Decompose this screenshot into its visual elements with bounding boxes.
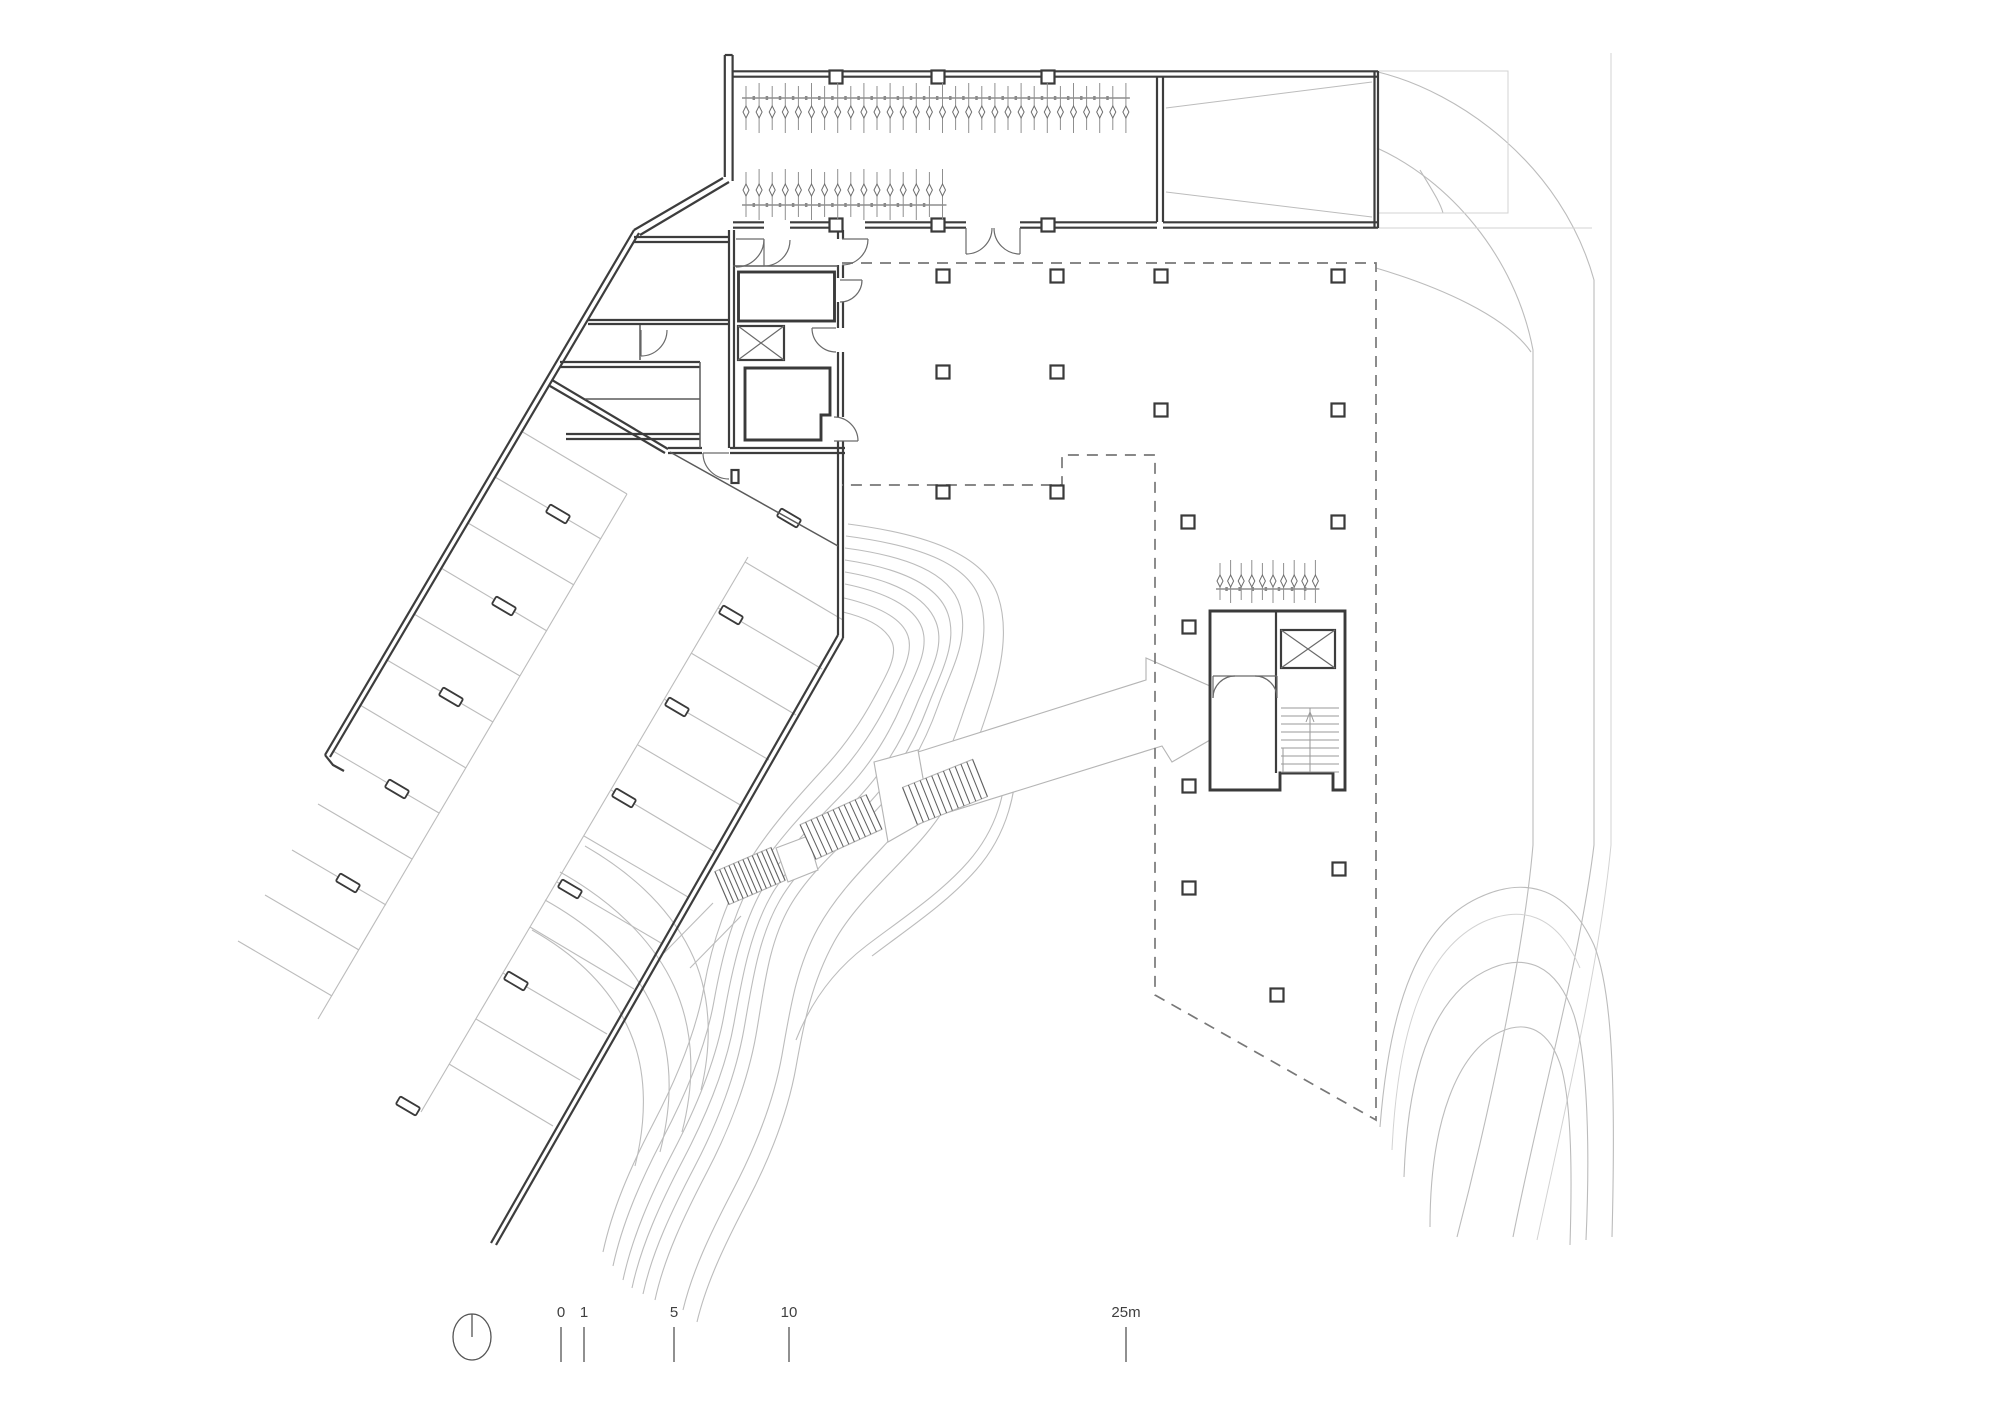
structural-columns [828,69,1347,1003]
parking-garage [237,430,844,1127]
landscape-arches [1379,886,1614,1246]
ramp-room [1165,81,1373,218]
building-walls [324,53,1380,1246]
door-swings [640,227,1278,699]
bike-racks [742,83,1320,603]
scale-label-0: 0 [557,1304,565,1321]
contour-lines [531,523,1017,1323]
scale-bar: 0 1 5 10 25m [557,1304,1141,1362]
canopy-dashed-outline [842,262,1377,1122]
walkway-and-stairs [663,657,1211,969]
stair-core [1208,609,1347,792]
north-indicator [452,1313,492,1361]
scale-label-25m: 25m [1111,1304,1140,1321]
scale-label-10: 10 [781,1304,798,1321]
site-roads [1375,53,1612,1241]
scale-label-1: 1 [580,1304,588,1321]
scale-label-5: 5 [670,1304,678,1321]
